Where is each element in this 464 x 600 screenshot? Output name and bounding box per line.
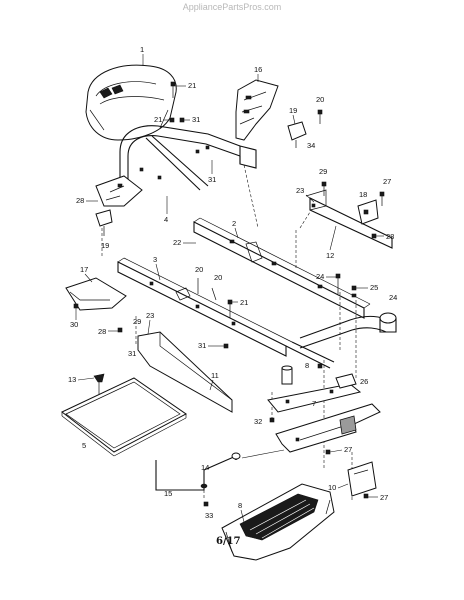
bolt-27-mid [325,449,331,455]
callout-4: 4 [164,215,168,224]
part-left-mount-bracket[interactable] [95,175,143,207]
callout-28b: 28 [386,232,394,241]
callout-25: 25 [370,283,378,292]
callout-29b: 29 [133,317,141,326]
callout-27a: 27 [383,177,391,186]
callout-28a: 28 [76,196,84,205]
bolt-8-small [317,363,323,369]
callout-17: 17 [80,265,88,274]
callout-8b: 8 [238,501,242,510]
part-5-floor-pan[interactable] [61,377,187,457]
bolt-20-top [317,109,323,124]
bolt-28-lower [117,327,123,333]
callout-27c: 27 [380,493,388,502]
callout-22: 22 [173,238,181,247]
callout-19a: 19 [289,106,297,115]
part-9-axle-bracket[interactable] [275,403,381,453]
part-12-right-rail[interactable] [305,189,393,249]
part-19-bracket-upper[interactable] [287,121,307,148]
callout-16: 16 [254,65,262,74]
callout-27b: 27 [344,445,352,454]
callout-1: 1 [140,45,144,54]
callout-23a: 23 [296,186,304,195]
part-pivot-tube[interactable] [281,365,293,385]
part-13-clip[interactable] [93,373,105,394]
callout-26: 26 [360,377,368,386]
callout-28c: 28 [98,327,106,336]
part-10-plate[interactable] [347,461,377,497]
callout-31a: 31 [192,115,200,124]
bolts-20-21-middle [175,278,233,318]
bolt-21-top [170,81,176,98]
bolt-21-mid [163,117,175,123]
part-19-bracket-lower[interactable] [95,209,113,236]
callout-7: 7 [312,399,316,408]
page-number: 6/17 [216,536,241,547]
callout-32: 32 [254,417,262,426]
bolt-25 [351,285,357,298]
part-17-left-plate[interactable] [65,277,127,311]
part-11-channel[interactable] [137,331,233,413]
part-26-bracket[interactable] [335,373,357,389]
callout-31c: 31 [128,349,136,358]
part-18-bracket[interactable] [357,199,379,225]
callout-24a: 24 [316,272,324,281]
callout-29a: 29 [319,167,327,176]
bolt-27-lower [363,493,369,499]
callout-31d: 31 [198,341,206,350]
bolt-24-right [335,273,341,294]
callout-24b: 24 [389,293,397,302]
bolt-31-lower [223,343,229,349]
callout-15: 15 [164,489,172,498]
callout-10: 10 [328,483,336,492]
bolt-32 [269,417,275,423]
callout-12: 12 [326,251,334,260]
callout-21c: 21 [240,298,248,307]
part-16-fender-bracket[interactable] [235,79,279,141]
callout-2: 2 [232,219,236,228]
bolt-30 [73,303,79,309]
part-4-tube-frame[interactable] [119,125,257,193]
callout-30: 30 [70,320,78,329]
washer-14 [200,483,208,489]
callout-19b: 19 [101,241,109,250]
bolt-29-upper [321,181,327,196]
callout-31b: 31 [208,175,216,184]
assembly-dashed-lines [101,164,357,500]
callout-11: 11 [211,371,219,380]
callout-18: 18 [359,190,367,199]
bolt-33 [203,501,209,507]
part-15-u-rod[interactable] [155,452,241,491]
callout-3: 3 [153,255,157,264]
callout-34: 34 [307,141,315,150]
watermark-text: AppliancePartsPros.com [182,2,282,12]
callout-21b: 21 [154,115,162,124]
part-1-rear-fender[interactable] [85,64,177,141]
part-8-footrest-grille[interactable] [221,483,335,561]
bolt-31-mid [179,117,190,123]
callout-21a: 21 [188,81,196,90]
part-2-main-crossbar[interactable] [193,217,371,319]
callout-14: 14 [201,463,209,472]
callout-23b: 23 [146,311,154,320]
bolt-27-upper [379,191,385,206]
callout-20a: 20 [316,95,324,104]
bolt-28-upper [371,233,377,239]
part-24-rear-tube[interactable] [285,312,397,369]
callout-5: 5 [82,441,86,450]
callout-20b: 20 [195,265,203,274]
callout-13: 13 [68,375,76,384]
callout-33: 33 [205,511,213,520]
callout-20c: 20 [214,273,222,282]
callout-8a: 8 [305,361,309,370]
part-7-lower-rail[interactable] [267,383,362,413]
